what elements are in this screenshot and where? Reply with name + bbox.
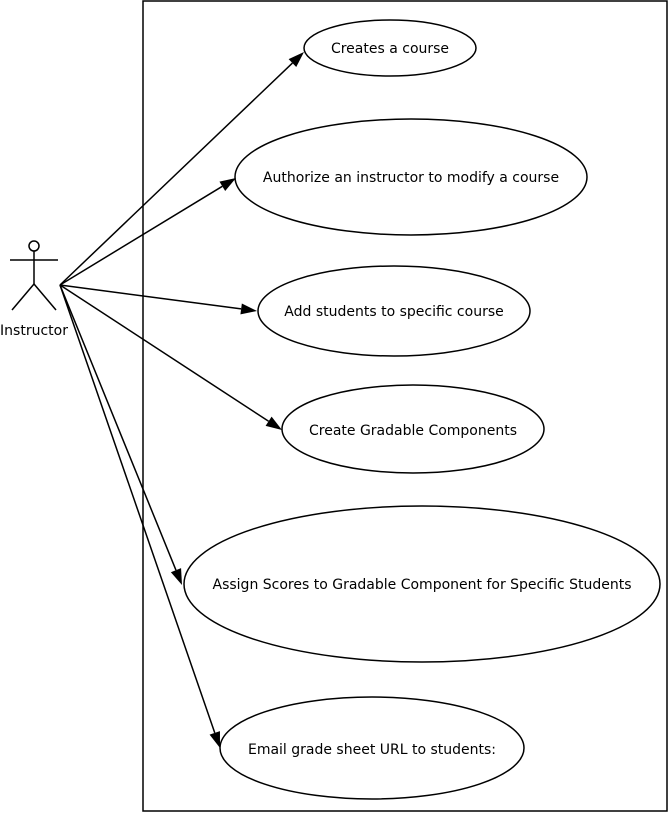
use-case-label: Add students to specific course (284, 304, 503, 320)
actor-instructor: Instructor (0, 240, 68, 339)
use-case-email-grade-sheet: Email grade sheet URL to students: (219, 696, 525, 800)
arrowhead-icon (288, 52, 304, 68)
use-case-authorize-instructor: Authorize an instructor to modify a cour… (234, 118, 588, 236)
arrowhead-icon (219, 178, 236, 192)
associations (59, 52, 304, 748)
system-boundary (142, 0, 668, 812)
arrowhead-icon (240, 303, 257, 315)
use-case-label: Create Gradable Components (309, 423, 517, 439)
use-case-label: Creates a course (331, 41, 449, 57)
association-line (59, 284, 177, 571)
use-case-assign-scores: Assign Scores to Gradable Component for … (183, 505, 661, 663)
stick-figure-icon (10, 240, 58, 311)
use-case-create-gradable-components: Create Gradable Components (281, 384, 545, 474)
association-line (59, 284, 242, 310)
use-case-label: Authorize an instructor to modify a cour… (263, 170, 559, 186)
use-case-label: Email grade sheet URL to students: (248, 742, 496, 758)
use-case-add-students: Add students to specific course (257, 265, 531, 357)
arrowhead-icon (170, 568, 182, 585)
actor-label: Instructor (0, 323, 68, 339)
arrowhead-icon (265, 416, 282, 430)
association-line (59, 284, 270, 422)
use-case-label: Assign Scores to Gradable Component for … (213, 577, 632, 593)
arrowhead-icon (209, 731, 220, 748)
use-case-create-course: Creates a course (303, 19, 477, 77)
association-line (59, 62, 293, 286)
association-line (59, 185, 223, 286)
association-line (59, 284, 216, 734)
